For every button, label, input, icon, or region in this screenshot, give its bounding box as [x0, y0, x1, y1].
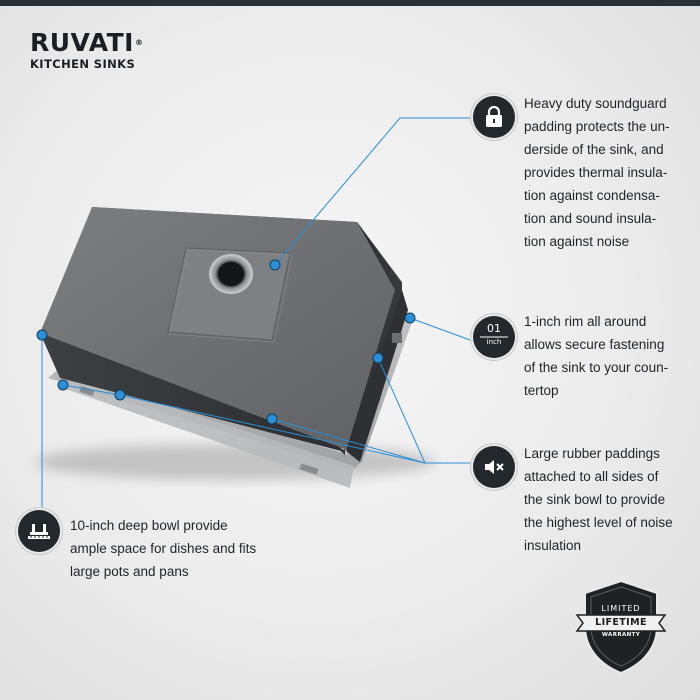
leader-line-rubber-1 [119, 394, 470, 464]
mute-icon [473, 446, 515, 488]
rubber-pad [299, 463, 319, 475]
soundguard-panel [167, 247, 291, 341]
leader-line-rim [409, 317, 471, 341]
soundguard-panel-edge [169, 249, 293, 343]
brand-name: RUVATI [30, 28, 134, 57]
rubber-pad [392, 333, 402, 343]
rim-icon: 01 inch [473, 316, 515, 358]
feature-rim-text: 1-inch rim all around allows secure fast… [524, 314, 669, 398]
warranty-line-3: WARRANTY [601, 632, 641, 638]
warranty-line-2: LIFETIME [595, 617, 647, 628]
warranty-ribbon [575, 614, 667, 632]
callout-dot[interactable] [372, 352, 384, 364]
callout-dot[interactable] [114, 389, 126, 401]
callout-dot[interactable] [36, 329, 48, 341]
leader-line-rubber-2 [271, 418, 426, 464]
leader-line-soundguard [274, 117, 470, 266]
callout-dot[interactable] [269, 259, 281, 271]
feature-bowl-text: 10-inch deep bowl provide ample space fo… [70, 518, 257, 579]
feature-rubber-text: Large rubber paddings attached to all si… [524, 446, 673, 553]
callout-dot[interactable] [57, 379, 69, 391]
callout-dot[interactable] [266, 413, 278, 425]
leader-line-rubber-4 [62, 384, 121, 396]
brand-tagline: KITCHEN SINKS [30, 57, 136, 71]
warranty-badge: LIMITED LIFETIME WARRANTY [571, 577, 671, 677]
rim-icon-number: 01 [487, 322, 501, 335]
leader-line-rubber-3 [377, 357, 426, 464]
feature-soundguard-text: Heavy duty soundguard padding protects t… [524, 96, 670, 249]
brand-logo: RUVATI® KITCHEN SINKS [30, 28, 144, 72]
trademark-mark: ® [134, 38, 144, 47]
callout-dot[interactable] [404, 312, 416, 324]
drain-opening [218, 262, 244, 286]
sink-rim-edge [60, 372, 354, 488]
warranty-line-1: LIMITED [601, 604, 641, 613]
lock-icon [473, 96, 515, 138]
rim-icon-unit: inch [486, 338, 502, 346]
depth-ruler-icon [18, 510, 60, 552]
top-bar [0, 0, 700, 6]
